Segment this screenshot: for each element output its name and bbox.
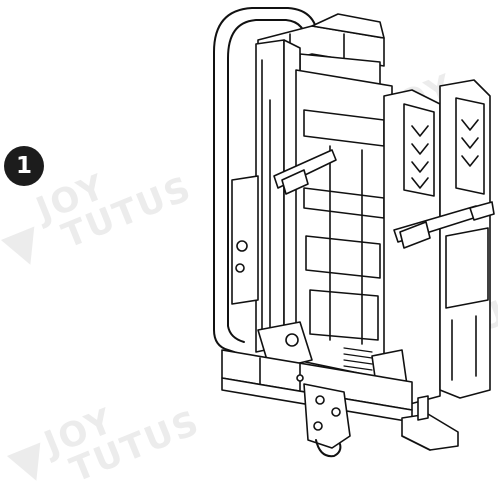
rack-hitch-plate [303, 383, 351, 458]
rack-straps [273, 149, 495, 249]
rack-left-post [231, 39, 301, 353]
rack-right-post [383, 89, 441, 405]
rack-foot-pedal [401, 395, 459, 451]
bike-rack-illustration [213, 7, 495, 458]
rack-inner-frame [295, 69, 393, 381]
step-number-badge: 1 [4, 146, 44, 186]
rack-right-wing [439, 79, 491, 399]
